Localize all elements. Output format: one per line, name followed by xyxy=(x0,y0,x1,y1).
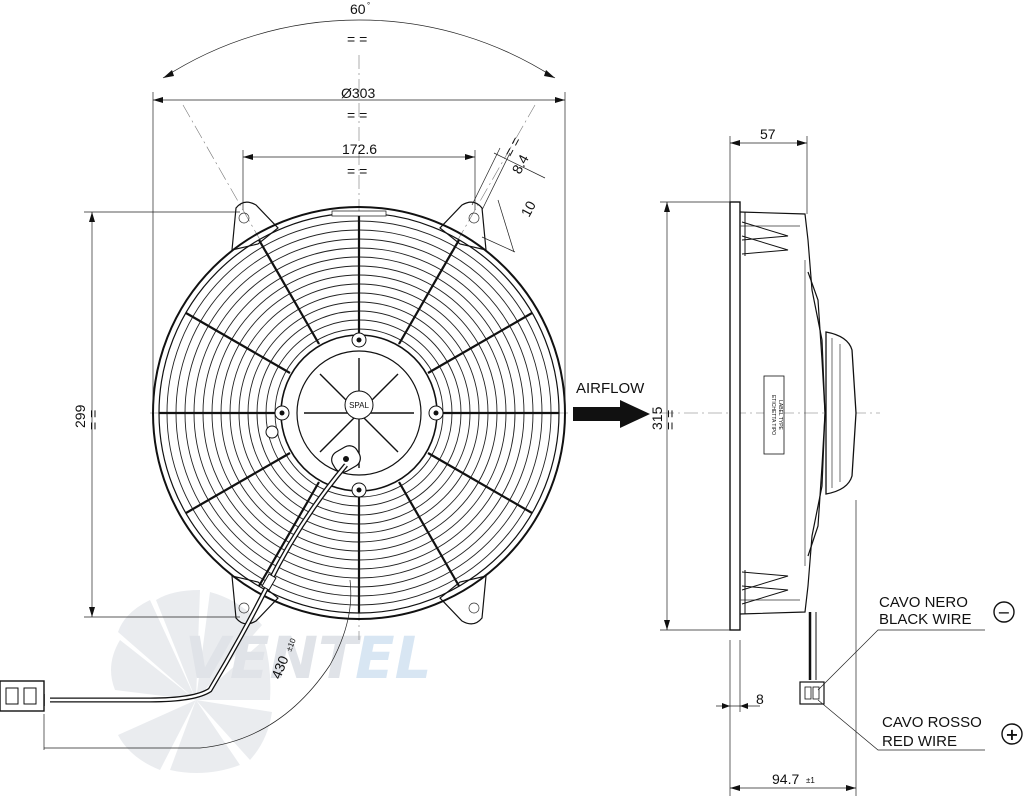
watermark-fan-icon xyxy=(111,590,272,774)
angle-value: 60 xyxy=(350,1,366,17)
cable-length-dimline xyxy=(44,579,352,749)
watermark-text-a: VENT xyxy=(185,624,362,692)
plus-circle-icon: + xyxy=(1001,723,1023,745)
plus-sign: + xyxy=(1005,725,1018,744)
flange-thickness-value: 8 xyxy=(756,691,764,707)
cable-inner xyxy=(50,464,347,702)
side-ribs-bottom xyxy=(741,570,789,614)
minus-sign: − xyxy=(997,603,1010,622)
brand-badge-text: SPAL xyxy=(349,401,369,410)
red-wire-it: CAVO ROSSO xyxy=(882,714,982,731)
hole-spacing-value: 172.6 xyxy=(342,141,377,157)
fan-front-view: SPAL xyxy=(0,55,568,712)
height-total-value: 315 xyxy=(649,406,665,430)
airflow-label: AIRFLOW xyxy=(576,380,645,397)
side-dimensions: 57 315 = = 8 94.7 ±1 xyxy=(649,126,857,796)
angle-equal: = = xyxy=(347,31,367,47)
black-wire-it: CAVO NERO xyxy=(879,594,968,611)
hole-spacing-equal: = = xyxy=(347,163,367,179)
minus-circle-icon: − xyxy=(993,601,1015,623)
cable-clip xyxy=(261,573,277,591)
motor-cap xyxy=(296,350,422,476)
airflow-indicator: AIRFLOW xyxy=(573,380,650,428)
watermark-text-b: EL xyxy=(355,624,432,692)
red-wire-en: RED WIRE xyxy=(882,733,957,750)
flange-plate xyxy=(729,201,741,631)
watermark: VENT EL xyxy=(111,590,432,774)
motor-side xyxy=(825,331,857,495)
airflow-arrow-icon xyxy=(573,400,650,428)
depth-total-tol: ±1 xyxy=(806,776,815,785)
depth-total-value: 94.7 xyxy=(772,771,799,787)
depth-flange-value: 57 xyxy=(760,126,776,142)
fan-side-view: ETICHETTA TIPO LABEL TYPE xyxy=(660,201,880,705)
height-grille-equal: = = xyxy=(85,410,101,430)
label-type-box xyxy=(763,375,785,455)
hub-screws xyxy=(265,332,444,498)
black-wire-en: BLACK WIRE xyxy=(879,611,972,628)
angle-arc xyxy=(162,19,556,79)
brand-badge xyxy=(344,390,374,420)
front-dimensions: 60 ° = = Ø303 = = 172.6 = = 8.4 10 = = xyxy=(43,1,566,750)
side-connector xyxy=(799,681,825,705)
angle-degree: ° xyxy=(367,1,370,10)
grille-spokes xyxy=(159,213,559,613)
diameter-value: Ø303 xyxy=(341,85,375,101)
height-grille-value: 299 xyxy=(72,404,88,428)
label-type-en: LABEL TYPE xyxy=(777,400,783,430)
wire-callouts: CAVO NERO BLACK WIRE − CAVO ROSSO RED WI… xyxy=(817,594,1023,751)
blade-profile xyxy=(807,271,826,557)
diameter-equal: = = xyxy=(347,107,367,123)
label-type-it: ETICHETTA TIPO xyxy=(770,395,776,435)
connector-icon xyxy=(0,680,45,712)
slot-length-value: 10 xyxy=(518,198,540,219)
height-total-equal: = = xyxy=(662,410,678,430)
top-label-strip xyxy=(331,210,387,217)
side-ribs-top xyxy=(741,212,789,256)
